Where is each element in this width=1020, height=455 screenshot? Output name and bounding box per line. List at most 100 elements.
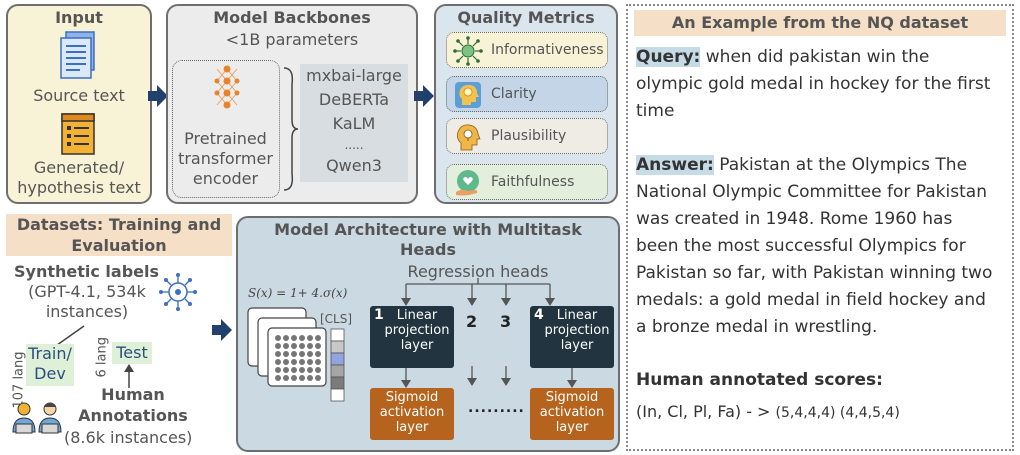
sig-1-line-2: activation (379, 405, 445, 420)
arrow-right-icon (148, 85, 168, 107)
model-qwen3: Qwen3 (326, 156, 382, 175)
head-number-1: 1 (374, 307, 384, 323)
generated-line-2: hypothesis text (17, 178, 141, 197)
metric-label-plausibility: Plausibility (491, 128, 567, 144)
train-line: Train/ (28, 344, 72, 363)
proj-1-line-2: projection (384, 323, 450, 338)
hand-heart-icon (456, 170, 479, 196)
head-branch-lines (401, 278, 577, 388)
scores-title: Human annotated scores: (636, 370, 883, 390)
heads-ellipsis: ......... (468, 400, 525, 416)
example-answer: Answer: Pakistan at the Olympics The Nat… (636, 152, 1010, 341)
document-icon (60, 31, 95, 79)
architecture-title: Model Architecture with Multitask Heads (238, 220, 618, 260)
lang-6-label: 6 lang (94, 337, 110, 378)
proj-1-text: Linear projection layer (370, 308, 454, 353)
train-dev-label: Train/ Dev (26, 344, 74, 384)
proj-4-text: Linear projection layer (530, 308, 614, 353)
input-title: Input (55, 8, 103, 27)
sig-1-line-1: Sigmoid (385, 390, 439, 405)
example-panel: An Example from the NQ dataset Query: wh… (626, 4, 1014, 451)
sig-4-line-2: activation (539, 405, 605, 420)
sigmoid-layer-4: Sigmoid activation layer (530, 388, 614, 440)
architecture-title-line-2: Heads (399, 240, 456, 259)
answer-line-6: medals: a gold medal in field hockey and (636, 290, 986, 310)
answer-label: Answer: (636, 155, 714, 175)
metric-faithfulness: Faithfulness (446, 164, 608, 200)
lang-6-wrapper: 6 lang (92, 332, 112, 378)
human-line-1: Human (101, 385, 165, 404)
annotators-icon (12, 402, 62, 434)
head-idea-icon (457, 124, 481, 151)
architecture-panel: Model Architecture with Multitask Heads … (236, 216, 620, 452)
projection-layer-1: 1 Linear projection layer (370, 306, 454, 368)
synthetic-line-1: (GPT-4.1, 534k (28, 282, 146, 301)
cls-embedding-vector (330, 328, 345, 402)
image-stack-icon (247, 307, 327, 387)
source-text-label: Source text (33, 86, 125, 105)
sig-1-line-3: layer (395, 420, 429, 435)
synthetic-labels-title: Synthetic labels (14, 262, 160, 281)
proj-1-line-3: layer (400, 338, 434, 353)
metric-label-informativeness: Informativeness (491, 42, 604, 58)
metrics-panel: Quality Metrics Informativeness Clarity (434, 4, 618, 204)
notes-icon (61, 113, 95, 155)
model-kalm: KaLM (332, 114, 376, 133)
query-line-2: olympic gold medal in hockey for the fir… (636, 74, 991, 94)
arrow-right-icon (414, 85, 434, 107)
model-ellipsis: ..... (344, 138, 364, 152)
query-line-1: when did pakistan win the (700, 47, 930, 67)
human-line-2: Annotations (78, 406, 188, 425)
model-deberta: DeBERTa (318, 90, 390, 109)
encoder-line-3: encoder (192, 169, 259, 188)
answer-line-4: been the most successful Olympics for (636, 236, 966, 256)
test-box: Test (112, 342, 152, 364)
arrow-right-icon (212, 319, 232, 341)
head-number-2: 2 (466, 312, 478, 331)
synthetic-line-2: instances) (45, 302, 129, 321)
backbone-subtitle: <1B parameters (225, 30, 359, 49)
metrics-title: Quality Metrics (457, 8, 595, 27)
model-list: mxbai-large DeBERTa KaLM ..... Qwen3 (300, 64, 408, 182)
synthetic-labels-detail: (GPT-4.1, 534k instances) (12, 282, 162, 322)
model-mxbai: mxbai-large (306, 66, 402, 85)
example-title: An Example from the NQ dataset (634, 10, 1006, 36)
scores-line: (In, Cl, Pl, Fa) - > (5,4,4,4) (4,4,5,4) (636, 402, 900, 421)
sig-4-line-3: layer (555, 420, 589, 435)
query-line-3: time (636, 101, 675, 121)
proj-4-line-3: layer (560, 338, 594, 353)
architecture-title-line-1: Model Architecture with Multitask (274, 220, 582, 239)
answer-line-5: Pakistan so far, with Pakistan winning t… (636, 263, 993, 283)
datasets-title-line-1: Datasets: Training and (16, 215, 222, 234)
metric-informativeness: Informativeness (446, 32, 608, 68)
answer-line-2: National Olympic Committee for Pakistan (636, 182, 987, 202)
arrow-up-icon (124, 364, 134, 388)
datasets-title: Datasets: Training and Evaluation (6, 214, 232, 256)
ai-brain-icon (159, 273, 197, 311)
proj-1-line-1: Linear (396, 308, 438, 323)
train-dev-box: Train/ Dev (26, 344, 74, 386)
example-query: Query: when did pakistan win the olympic… (636, 44, 1008, 125)
encoder-line-2: transformer (178, 149, 273, 168)
input-panel: Input Source text Generated/ hypothesis … (6, 4, 152, 204)
head-lightbulb-icon (455, 82, 481, 108)
scores-values: (5,4,4,4) (4,4,5,4) (775, 405, 900, 421)
generated-line-1: Generated/ (33, 158, 125, 177)
proj-4-line-1: Linear (556, 308, 598, 323)
lang-107-wrapper: 107 lang (4, 351, 27, 408)
sigmoid-formula: S(x) = 1+ 4.σ(x) (248, 286, 348, 300)
head-number-4: 4 (534, 307, 544, 323)
answer-line-7: a bronze medal in wrestling. (636, 317, 878, 337)
scores-prefix: (In, Cl, Pl, Fa) - > (636, 402, 776, 421)
answer-line-3: was created in 1948. Rome 1960 has (636, 209, 953, 229)
human-annotations-count: (8.6k instances) (64, 428, 193, 447)
proj-4-line-2: projection (544, 323, 610, 338)
encoder-line-1: Pretrained (184, 129, 267, 148)
metric-label-clarity: Clarity (491, 86, 537, 102)
metric-label-faithfulness: Faithfulness (491, 174, 575, 190)
sig-4-line-1: Sigmoid (545, 390, 599, 405)
encoder-box: Pretrained transformer encoder (172, 60, 280, 198)
human-annotations-title: Human Annotations (78, 384, 188, 426)
backbone-panel: Model Backbones <1B parameters Pretraine… (166, 4, 418, 204)
metric-plausibility: Plausibility (446, 118, 608, 154)
